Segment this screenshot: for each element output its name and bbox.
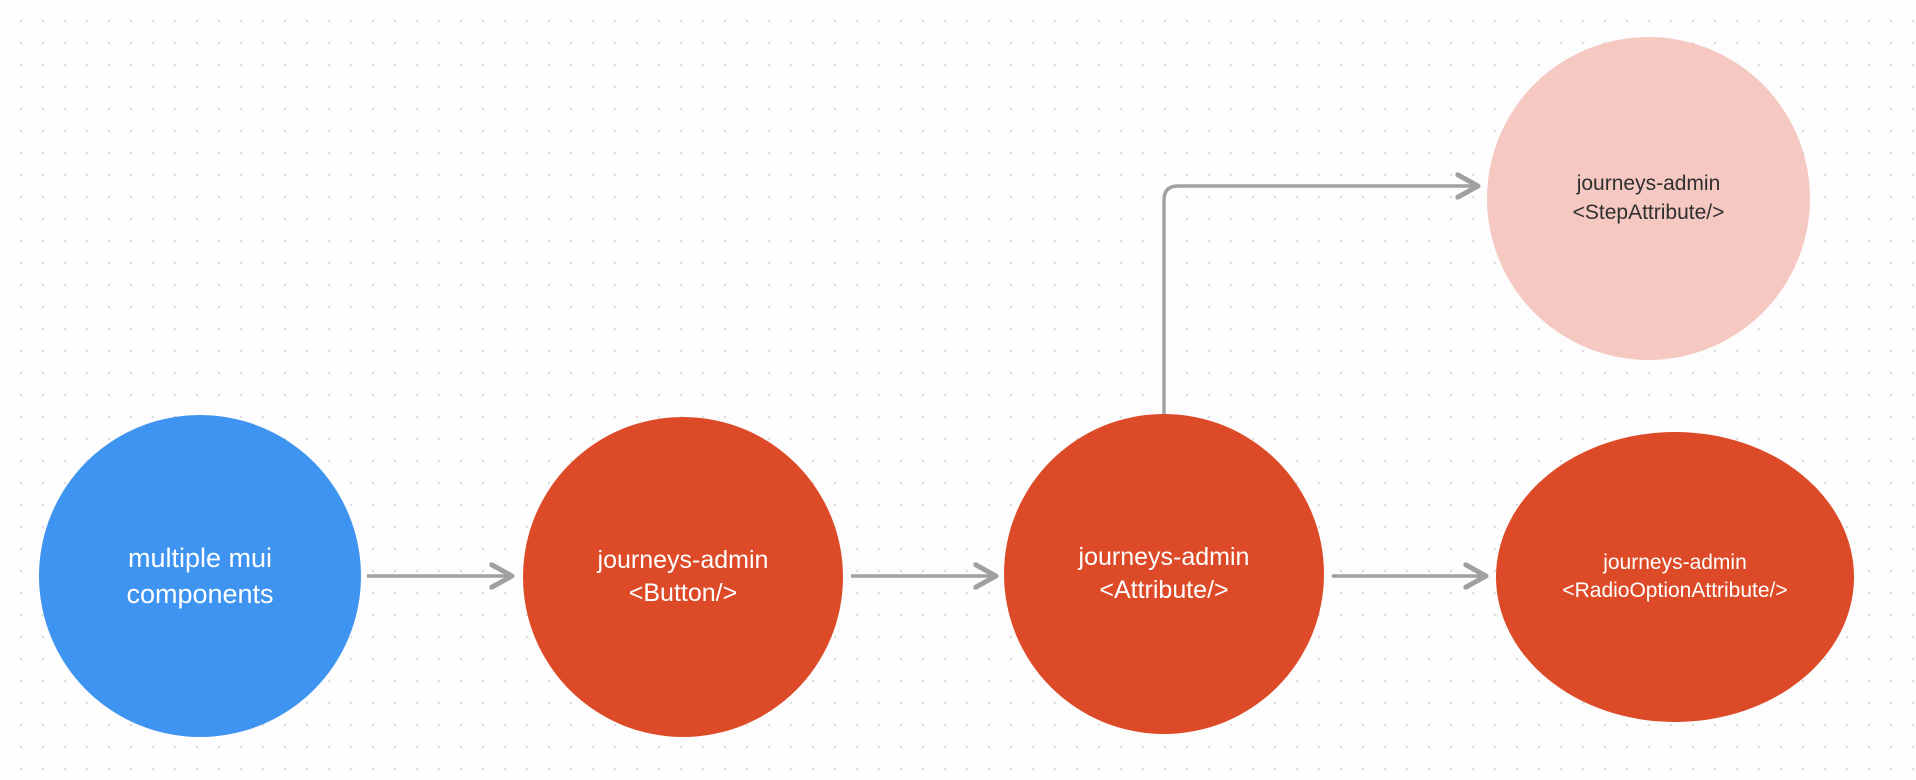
- node-label-line-2: <RadioOptionAttribute/>: [1562, 579, 1788, 602]
- node-label-line-2: components: [126, 579, 274, 609]
- node-mui-components[interactable]: multiple mui components: [39, 415, 361, 737]
- node-journeys-admin-step-attribute[interactable]: journeys-admin <StepAttribute/>: [1487, 37, 1810, 360]
- node-journeys-admin-radio-option-attribute[interactable]: journeys-admin <RadioOptionAttribute/>: [1496, 432, 1854, 722]
- node-label-line-2: <StepAttribute/>: [1572, 200, 1725, 224]
- node-label-line-1: journeys-admin: [1576, 172, 1721, 196]
- node-label-line-1: journeys-admin: [1078, 542, 1250, 571]
- edge-attribute-to-step: [1162, 186, 1478, 414]
- node-label-line-1: multiple mui: [127, 542, 273, 573]
- node-journeys-admin-button[interactable]: journeys-admin <Button/>: [523, 417, 843, 737]
- node-journeys-admin-attribute[interactable]: journeys-admin <Attribute/>: [1004, 414, 1324, 734]
- node-label-line-2: <Button/>: [628, 579, 738, 607]
- node-label-line-1: journeys-admin: [597, 545, 769, 574]
- node-label-line-1: journeys-admin: [1603, 550, 1747, 574]
- node-label-line-2: <Attribute/>: [1099, 576, 1229, 604]
